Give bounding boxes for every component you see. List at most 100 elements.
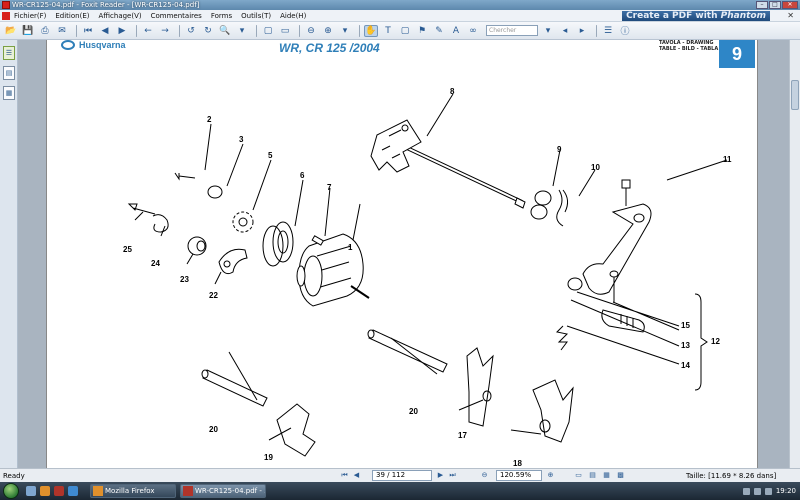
clock[interactable]: 19:20: [775, 487, 796, 495]
zoom-level-input[interactable]: 120.59%: [496, 470, 542, 481]
snapshot-icon[interactable]: ▢: [400, 25, 410, 36]
part-plunger: [601, 270, 645, 333]
typewriter-icon[interactable]: A: [452, 25, 460, 36]
bookmark-icon[interactable]: ⚑: [417, 25, 427, 36]
bookmarks-panel-icon[interactable]: ☰: [3, 46, 15, 60]
brand-name: Husqvarna: [79, 40, 126, 50]
minimize-button[interactable]: –: [756, 1, 768, 9]
email-icon[interactable]: ✉: [58, 25, 66, 36]
husqvarna-logo-icon: [61, 40, 75, 50]
part-1-shift-drum: [296, 233, 370, 307]
close-window-button[interactable]: ✕: [782, 1, 798, 9]
table-label: TAVOLA - DRAWING TABLE - BILD - TABLA: [659, 40, 718, 52]
menu-file[interactable]: Fichier(F): [14, 11, 47, 20]
note-icon[interactable]: ✎: [435, 25, 443, 36]
link-icon[interactable]: ∞: [469, 25, 477, 36]
zoom-out-icon[interactable]: ⊖: [307, 25, 315, 36]
layers-panel-icon[interactable]: ▦: [3, 86, 15, 100]
document-area[interactable]: Husqvarna WR, CR 125 /2004 TAVOLA - DRAW…: [18, 40, 789, 468]
phantom-promo-link[interactable]: Create a PDF with Phantom: [622, 11, 770, 21]
promo-text: Create a PDF with: [626, 11, 721, 21]
part-label-9: 9: [557, 145, 562, 154]
foxit-launch-icon[interactable]: [54, 486, 64, 496]
zoom-level-dropdown-icon[interactable]: ▾: [342, 25, 348, 36]
scrollbar-thumb[interactable]: [791, 80, 799, 110]
ie-launch-icon[interactable]: [68, 486, 78, 496]
find-next-icon[interactable]: ▸: [579, 25, 585, 36]
part-shift-shaft: [370, 119, 526, 209]
part-label-3: 3: [239, 135, 244, 144]
continuous-facing-icon[interactable]: ▩: [617, 471, 624, 479]
zoom-icon[interactable]: 🔍: [219, 25, 231, 36]
volume-icon[interactable]: [753, 487, 761, 495]
menu-bar: Fichier(F) Edition(E) Affichage(V) Comme…: [0, 10, 800, 22]
page-number-input[interactable]: 39 / 112: [372, 470, 432, 481]
show-desktop-icon[interactable]: [26, 486, 36, 496]
window-title: WR-CR125-04.pdf - Foxit Reader - [WR-CR1…: [12, 1, 200, 9]
table-label-line: TAVOLA - DRAWING: [659, 40, 714, 46]
menu-forms[interactable]: Forms: [210, 11, 233, 20]
search-input[interactable]: Chercher: [486, 25, 538, 36]
security-icon[interactable]: [764, 487, 772, 495]
forward-icon[interactable]: →: [161, 25, 169, 36]
network-icon[interactable]: [742, 487, 750, 495]
rotate-left-icon[interactable]: ↺: [187, 25, 195, 36]
system-tray: 19:20: [742, 487, 796, 495]
save-icon[interactable]: 💾: [22, 25, 34, 36]
info-icon[interactable]: ⓘ: [620, 27, 630, 37]
search-dropdown-icon[interactable]: ▾: [545, 25, 551, 36]
print-icon[interactable]: ⎙: [41, 25, 49, 36]
pages-panel-icon[interactable]: ▤: [3, 66, 15, 80]
next-page-icon[interactable]: ▶: [118, 25, 126, 36]
facing-page-icon[interactable]: ▦: [603, 471, 610, 479]
taskbar-item-foxit[interactable]: WR-CR125-04.pdf - ...: [180, 484, 266, 498]
continuous-page-icon[interactable]: ▤: [589, 471, 596, 479]
taskbar-item-firefox[interactable]: Mozilla Firefox: [90, 484, 176, 498]
menu-edit[interactable]: Edition(E): [55, 11, 90, 20]
prev-page-nav-icon[interactable]: ◀: [353, 471, 360, 479]
first-page-icon[interactable]: ⏮: [83, 25, 93, 36]
promo-brand: Phantom: [720, 11, 766, 21]
zoom-in-icon[interactable]: ⊕: [324, 25, 332, 36]
page-size-text: Taille: [11.69 * 8.26 dans]: [686, 472, 777, 480]
part-label-23: 23: [180, 275, 189, 284]
properties-icon[interactable]: ☰: [603, 25, 613, 36]
open-icon[interactable]: 📂: [5, 25, 17, 36]
part-label-10: 10: [591, 163, 600, 172]
brand-header: Husqvarna: [61, 40, 126, 50]
next-page-nav-icon[interactable]: ▶: [437, 471, 444, 479]
menu-comments[interactable]: Commentaires: [150, 11, 202, 20]
toolbar-separator: [76, 24, 77, 37]
start-button[interactable]: [3, 483, 19, 499]
model-title: WR, CR 125 /2004: [279, 41, 380, 55]
single-page-icon[interactable]: ▭: [575, 471, 582, 479]
menu-tools[interactable]: Outils(T): [241, 11, 272, 20]
close-document-button[interactable]: ✕: [787, 11, 794, 20]
first-page-nav-icon[interactable]: ⏮: [341, 471, 348, 479]
toolbar-separator: [299, 24, 300, 37]
part-label-18: 18: [513, 459, 522, 468]
back-icon[interactable]: ←: [144, 25, 152, 36]
rotate-right-icon[interactable]: ↻: [204, 25, 212, 36]
maximize-button[interactable]: □: [769, 1, 781, 9]
fit-width-icon[interactable]: ▭: [280, 25, 290, 36]
part-label-22: 22: [209, 291, 218, 300]
part-label-12: 12: [711, 337, 720, 346]
zoom-in-status-icon[interactable]: ⊕: [547, 471, 554, 479]
zoom-out-status-icon[interactable]: ⊖: [481, 471, 488, 479]
hand-tool-icon[interactable]: ✋: [364, 24, 378, 37]
app-icon: [2, 1, 10, 9]
find-previous-icon[interactable]: ◂: [562, 25, 568, 36]
fit-page-icon[interactable]: ▢: [263, 25, 273, 36]
firefox-launch-icon[interactable]: [40, 486, 50, 496]
pdf-page: Husqvarna WR, CR 125 /2004 TAVOLA - DRAW…: [46, 40, 758, 468]
vertical-scrollbar[interactable]: [789, 40, 800, 468]
zoom-dropdown-icon[interactable]: ▾: [239, 25, 245, 36]
taskbar: Mozilla Firefox WR-CR125-04.pdf - ... 19…: [0, 482, 800, 500]
menu-help[interactable]: Aide(H): [280, 11, 307, 20]
select-text-icon[interactable]: T: [385, 25, 391, 36]
document-icon: [2, 11, 10, 20]
last-page-nav-icon[interactable]: ⏭: [449, 471, 456, 479]
menu-view[interactable]: Affichage(V): [98, 11, 142, 20]
previous-page-icon[interactable]: ◀: [101, 25, 109, 36]
